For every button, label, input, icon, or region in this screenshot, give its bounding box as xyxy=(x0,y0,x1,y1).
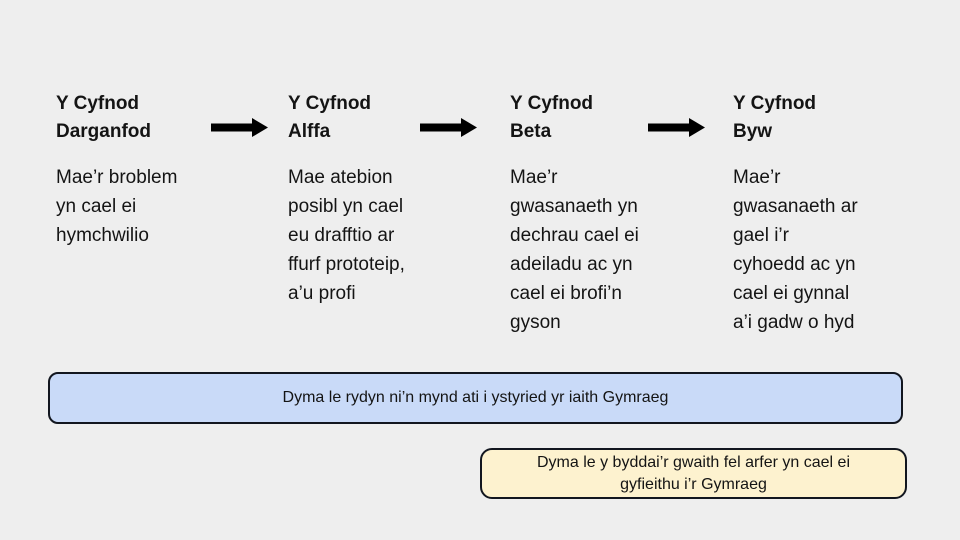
arrow-right-icon xyxy=(211,118,268,137)
phase-description: Mae’r broblem yn cael ei hymchwilio xyxy=(56,167,178,246)
arrow-right-icon xyxy=(420,118,477,137)
phase-byw: Y Cyfnod Byw Mae’r gwasanaeth ar gael i’… xyxy=(733,90,929,337)
phase-title: Y Cyfnod Darganfod xyxy=(56,93,151,142)
phase-beta: Y Cyfnod Beta Mae’r gwasanaeth yn dechra… xyxy=(510,90,706,337)
callout-usual-translation: Dyma le y byddai’r gwaith fel arfer yn c… xyxy=(480,448,907,499)
phase-title: Y Cyfnod Beta xyxy=(510,93,594,142)
phase-alffa: Y Cyfnod Alffa Mae atebion posibl yn cae… xyxy=(288,90,484,308)
phase-description: Mae’r gwasanaeth yn dechrau cael ei adei… xyxy=(510,167,639,333)
phase-description: Mae’r gwasanaeth ar gael i’r cyhoedd ac … xyxy=(733,167,858,333)
callout-welsh-considered: Dyma le rydyn ni’n mynd ati i ystyried y… xyxy=(48,372,903,424)
phase-darganfod: Y Cyfnod Darganfod Mae’r broblem yn cael… xyxy=(56,90,252,250)
callout-usual-translation-text: Dyma le y byddai’r gwaith fel arfer yn c… xyxy=(536,453,851,493)
phase-title: Y Cyfnod Alffa xyxy=(288,93,372,142)
arrow-right-icon xyxy=(648,118,705,137)
phase-description: Mae atebion posibl yn cael eu drafftio a… xyxy=(288,167,405,304)
callout-welsh-considered-text: Dyma le rydyn ni’n mynd ati i ystyried y… xyxy=(282,389,669,406)
phase-title: Y Cyfnod Byw xyxy=(733,93,817,142)
